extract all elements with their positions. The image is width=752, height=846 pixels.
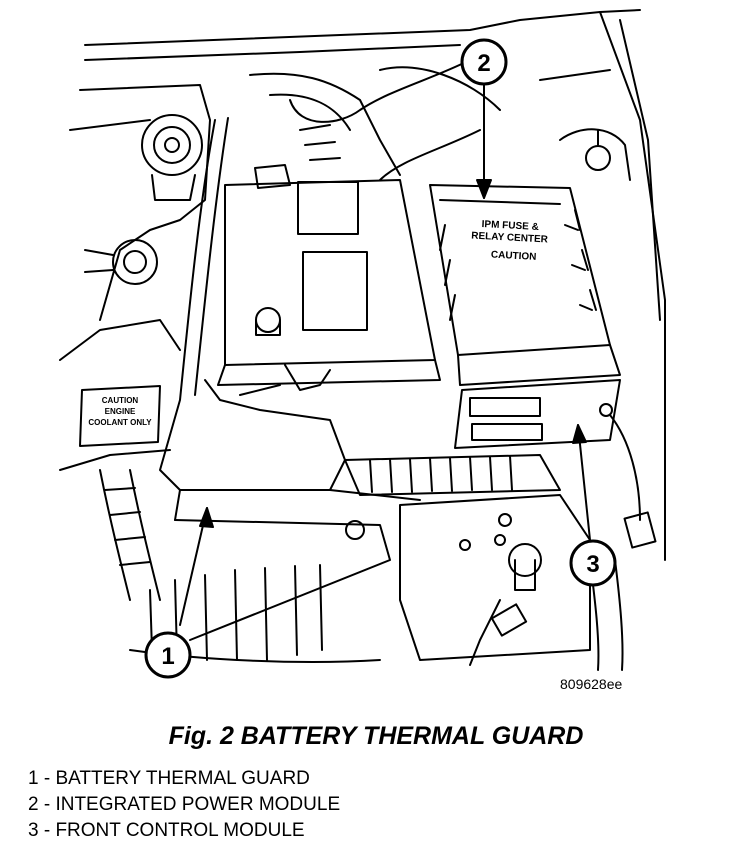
- callout-legend: 1 - BATTERY THERMAL GUARD 2 - INTEGRATED…: [28, 766, 340, 844]
- left-fender: [59, 84, 211, 471]
- air-intake: [249, 66, 501, 176]
- heat-sink: [344, 454, 561, 496]
- battery-cable: [239, 59, 481, 396]
- engine-compartment-illustration: 1 2 3 IPM FUSE & RELAY CENTER CAUTION CA…: [59, 9, 666, 679]
- right-strut-tower: [539, 69, 631, 181]
- leader-line-2: [476, 79, 492, 199]
- coolant-reservoir: [84, 239, 158, 285]
- coolant-label-line1: CAUTION: [102, 396, 139, 405]
- leader-line-3: [572, 424, 591, 541]
- ipm-label-line1: IPM FUSE &: [481, 219, 539, 233]
- coolant-label-line2: ENGINE: [105, 407, 136, 416]
- callout-circle-3: [569, 539, 617, 587]
- callout-number-3: 3: [586, 551, 599, 578]
- figure-caption: Fig. 2 BATTERY THERMAL GUARD: [168, 722, 584, 750]
- battery-tray: [174, 494, 591, 661]
- cowl-edge: [84, 9, 666, 561]
- figure-id: 809628ee: [560, 676, 623, 692]
- ipm-label-line2: RELAY CENTER: [471, 231, 549, 246]
- leader-line-1: [179, 507, 214, 626]
- battery-thermal-guard: [159, 117, 421, 521]
- coolant-caution-plate: [79, 385, 161, 447]
- left-hose: [99, 469, 161, 601]
- callout-number-1: 1: [161, 643, 174, 670]
- legend-item: 3 - FRONT CONTROL MODULE: [28, 820, 305, 841]
- legend-item: 1 - BATTERY THERMAL GUARD: [28, 768, 310, 789]
- coolant-label-line3: COOLANT ONLY: [88, 418, 152, 427]
- ipm-label-caution: CAUTION: [491, 250, 537, 263]
- legend-item: 2 - INTEGRATED POWER MODULE: [28, 794, 341, 815]
- ipm-fuse-relay-center: [429, 184, 621, 386]
- battery: [217, 164, 441, 386]
- coolant-cap: [141, 114, 203, 201]
- callout-circle-1: [144, 631, 192, 679]
- front-control-module: [454, 379, 657, 549]
- callout-circle-2: [460, 38, 508, 86]
- callout-number-2: 2: [477, 50, 490, 77]
- ground-stud: [469, 543, 542, 666]
